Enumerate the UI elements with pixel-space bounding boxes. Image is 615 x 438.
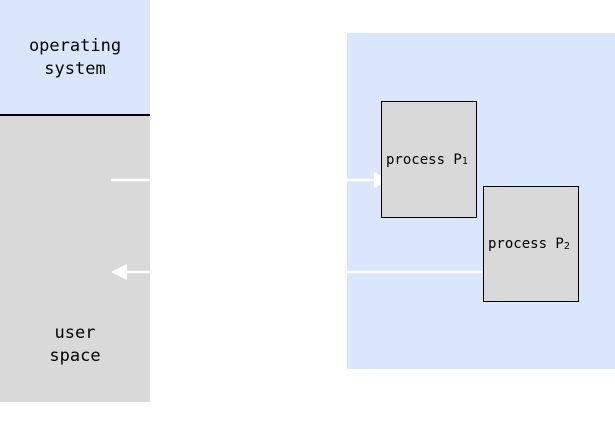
os-label-line1: operating — [28, 35, 122, 56]
process-p2-label: process P — [488, 236, 564, 252]
process-p1-label: process P — [386, 151, 462, 168]
kernel-user-divider — [0, 114, 150, 116]
user-space-region — [0, 116, 150, 402]
operating-system-region: operating system — [0, 0, 150, 115]
process-p2-subscript: 2 — [563, 240, 570, 252]
os-label-line2: system — [44, 58, 106, 79]
user-label-line1: user — [54, 323, 96, 343]
user-label-line2: space — [49, 346, 101, 366]
user-space-label: user space — [0, 322, 150, 368]
process-p1-subscript: 1 — [461, 156, 468, 167]
